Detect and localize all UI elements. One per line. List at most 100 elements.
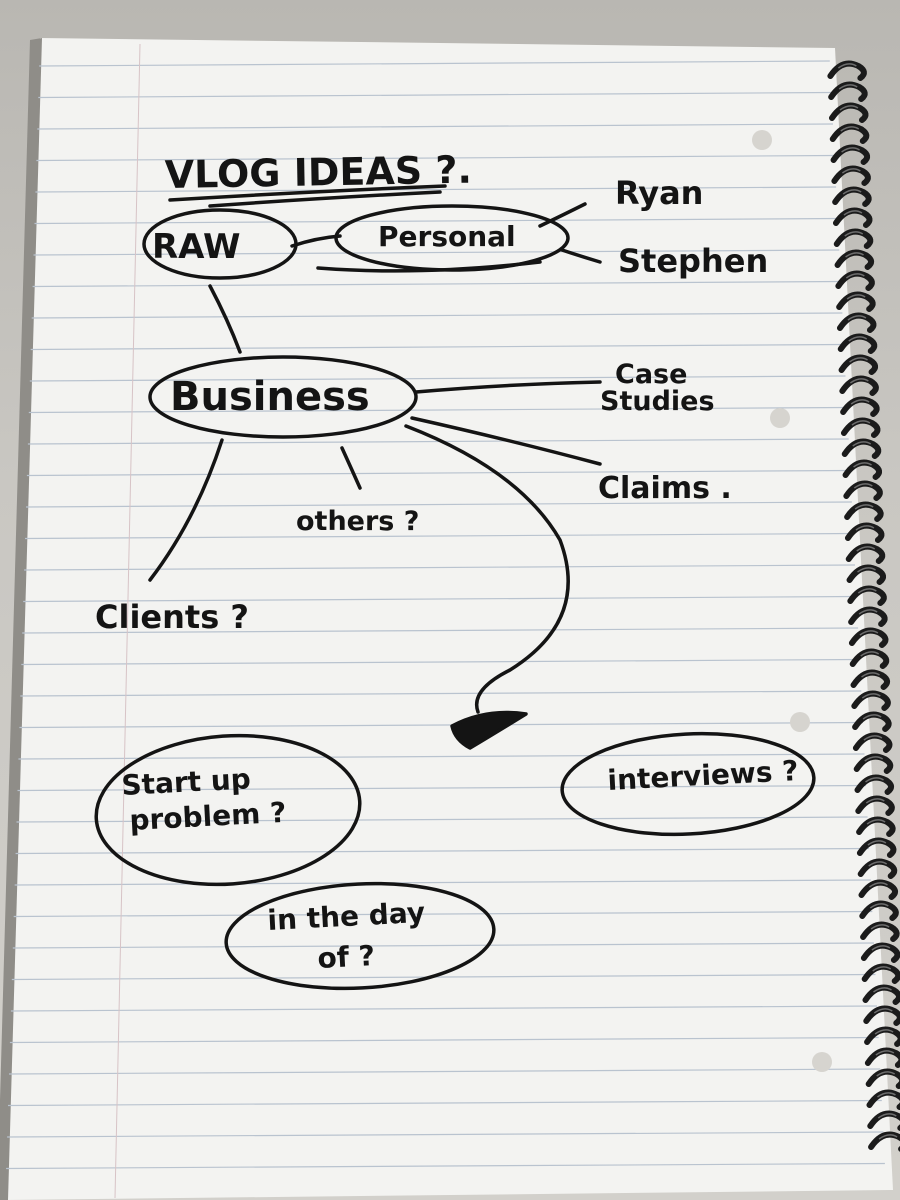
spiral-ring [855, 795, 895, 816]
ruled-line [34, 217, 838, 225]
startup-text-2: problem ? [129, 796, 287, 837]
spiral-ring-highlight [837, 63, 857, 69]
title-text: VLOG IDEAS ?. [164, 148, 472, 197]
spiral-ring-highlight [848, 336, 868, 342]
ruled-line [30, 343, 845, 351]
spiral-ring-highlight [849, 378, 869, 384]
spiral-ring [861, 963, 900, 984]
ruled-line [16, 816, 868, 823]
spiral-ring [840, 417, 881, 438]
ruled-line [19, 721, 863, 729]
spiral-ring-highlight [845, 252, 864, 258]
spiral-ring [851, 690, 891, 711]
spiral-ring [840, 396, 880, 417]
business-interviews-link [404, 424, 570, 714]
personal-underline [316, 260, 542, 273]
ink-scribble [450, 710, 528, 750]
ruled-line [9, 1036, 879, 1044]
spiral-ring-highlight [857, 588, 877, 594]
spiral-ring-highlight [838, 84, 858, 90]
spiral-ring-highlight [874, 1029, 894, 1035]
spiral-ring [836, 291, 876, 312]
ruled-line [28, 406, 848, 414]
ruled-line [39, 60, 830, 67]
margin-line [114, 43, 141, 1199]
spiral-ring-highlight [853, 462, 872, 468]
spiral-ring [833, 228, 874, 249]
punch-hole [790, 712, 810, 732]
ruled-line [14, 879, 871, 886]
spiral-ring-highlight [846, 294, 866, 300]
business-others-link [340, 446, 362, 490]
day-text-1: in the day [267, 896, 426, 937]
spiral-ring [848, 627, 889, 648]
spiral-ring-highlight [854, 504, 874, 510]
spiral-ring [857, 858, 898, 879]
ruled-line [18, 753, 865, 760]
spiral-ring-highlight [861, 672, 880, 678]
raw-text: RAW [152, 227, 240, 267]
spiral-ring [835, 270, 875, 291]
spiral-ring-highlight [840, 126, 860, 132]
ruled-line [7, 1131, 884, 1138]
spiral-ring [864, 1026, 900, 1047]
spiral-ring-highlight [856, 546, 876, 552]
spiral-ring-highlight [855, 525, 875, 531]
spiral-ring-highlight [866, 819, 886, 825]
spiral-ring [854, 774, 895, 795]
spiral-ring-highlight [857, 567, 876, 573]
spiral-ring-highlight [877, 1113, 897, 1119]
spiral-ring [860, 942, 900, 963]
spiral-ring-highlight [870, 924, 890, 930]
spiral-ring [853, 753, 894, 774]
personal-stephen-link [560, 248, 602, 264]
interviews-ellipse [560, 731, 816, 837]
case-studies-text-1: Case [615, 359, 687, 390]
spiral-ring [845, 543, 886, 564]
case-studies-text-2: Studies [600, 386, 715, 417]
spiral-ring-highlight [863, 735, 883, 741]
spiral-ring [865, 1068, 900, 1089]
spiral-ring-highlight [865, 777, 884, 783]
spiral-ring-highlight [877, 1092, 896, 1098]
spiral-ring [850, 669, 891, 690]
ruled-line [32, 280, 841, 288]
claims-text: Claims . [598, 471, 732, 506]
spiral-ring-highlight [860, 651, 880, 657]
spiral-ring [837, 333, 878, 354]
spiral-ring [858, 879, 899, 900]
ruled-line [26, 469, 851, 477]
spiral-ring [839, 375, 879, 396]
startup-ellipse [94, 733, 362, 887]
spiral-ring [832, 207, 873, 228]
spiral-ring-highlight [843, 210, 863, 216]
ruled-line [24, 564, 856, 571]
ruled-line [8, 1068, 881, 1075]
spiral-ring-highlight [847, 315, 867, 321]
punch-hole [752, 130, 772, 150]
notebook-page [5, 38, 893, 1200]
day-ellipse [224, 881, 496, 991]
spiral-ring [864, 1047, 900, 1068]
raw-business-link [208, 284, 242, 354]
personal-ryan-link [538, 202, 587, 228]
spiral-ring-highlight [862, 714, 882, 720]
spiral-ring [827, 60, 867, 81]
spiral-ring [844, 522, 885, 543]
spiral-ring-highlight [868, 861, 888, 867]
spiral-ring [859, 900, 899, 921]
spiral-ring [844, 501, 884, 522]
ruled-line [33, 249, 840, 256]
spiral-ring-highlight [873, 987, 892, 993]
ink-sketch [94, 184, 816, 991]
spiral-ring [836, 312, 877, 333]
spiral-ring [856, 837, 897, 858]
ruled-line [37, 123, 834, 130]
spiral-ring [838, 354, 879, 375]
spiral-ring-highlight [878, 1134, 898, 1140]
spiral-ring [828, 81, 868, 102]
ruled-line [17, 784, 867, 792]
ruled-line [31, 312, 843, 319]
spiral-ring [843, 480, 883, 501]
spiral-ring [868, 1131, 900, 1152]
